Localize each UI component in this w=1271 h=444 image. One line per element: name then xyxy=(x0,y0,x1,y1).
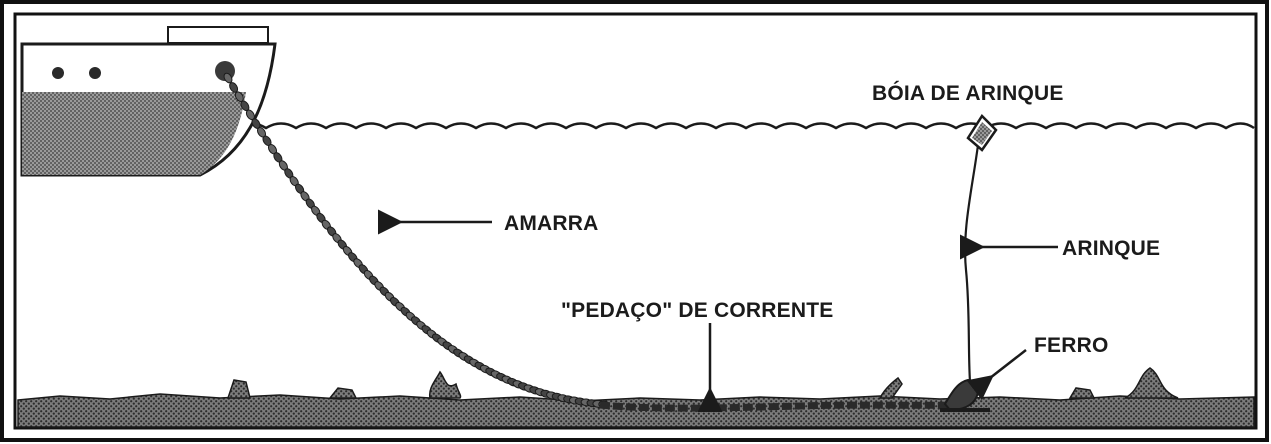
anchor-chain xyxy=(223,72,610,409)
porthole xyxy=(52,67,64,79)
label-buoy-line: ARINQUE xyxy=(1062,237,1160,260)
label-chain-piece: "PEDAÇO" DE CORRENTE xyxy=(561,299,833,322)
label-anchor: FERRO xyxy=(1034,334,1109,357)
inner-frame xyxy=(13,12,1258,430)
ship-hull-shaded xyxy=(22,92,246,175)
water-surface xyxy=(235,122,1255,130)
seabed xyxy=(17,393,1255,428)
chain-piece xyxy=(599,401,961,412)
chain-link xyxy=(229,82,239,93)
chain-link xyxy=(223,72,233,84)
seabed-rocks xyxy=(226,367,1179,399)
buoy xyxy=(966,114,998,152)
label-buoy: BÓIA DE ARINQUE xyxy=(872,81,1064,105)
label-chain: AMARRA xyxy=(504,212,599,235)
buoy-line xyxy=(963,144,980,383)
arrow-ferro xyxy=(966,349,1027,401)
porthole xyxy=(89,67,101,79)
ship-deckhouse xyxy=(167,26,269,44)
ship xyxy=(20,26,277,177)
